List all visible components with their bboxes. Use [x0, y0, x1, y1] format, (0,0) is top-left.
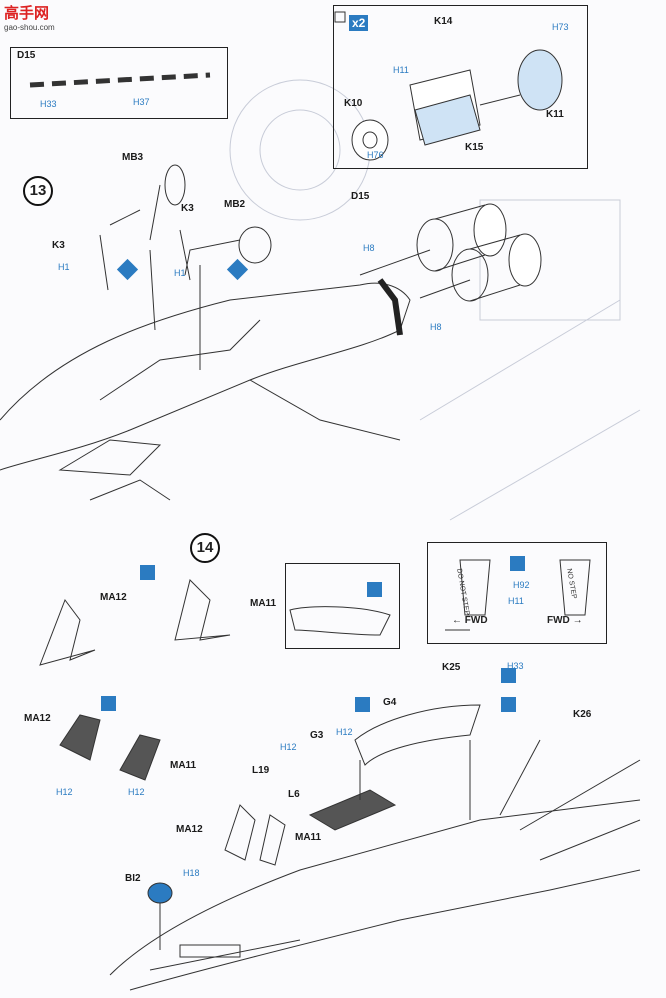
part-label: MA12	[176, 824, 203, 835]
multiplier-badge: x2	[349, 15, 369, 31]
part-label: BI2	[125, 873, 141, 884]
mark-icon	[140, 565, 155, 580]
d15-inset-box	[10, 47, 228, 119]
part-label: K10	[344, 98, 363, 109]
part-label: L19	[252, 765, 270, 776]
color-ref: H12	[56, 787, 73, 797]
part-label: MB2	[224, 199, 246, 210]
part-label: MB3	[122, 152, 144, 163]
arrow-left-icon: ←	[452, 615, 462, 626]
color-ref: H1	[174, 268, 186, 278]
color-ref: H1	[58, 262, 70, 272]
part-label: K25	[442, 662, 461, 673]
watermark-logo-text: 高手网	[4, 5, 50, 22]
part-label: MA11	[295, 832, 322, 843]
color-ref: H11	[508, 596, 524, 606]
mark-icon	[355, 697, 370, 712]
color-ref: H92	[513, 580, 530, 590]
part-label: L6	[288, 789, 300, 800]
arrow-right-icon: →	[572, 615, 583, 626]
part-label: K3	[181, 203, 194, 214]
part-label: D15	[17, 50, 36, 61]
mark-icon	[501, 668, 516, 683]
color-ref: H8	[430, 322, 442, 332]
color-ref: H37	[133, 97, 150, 107]
color-ref: H73	[552, 22, 569, 32]
color-ref: H12	[128, 787, 145, 797]
part-label: K15	[465, 142, 484, 153]
mark-icon	[101, 696, 116, 711]
part-label: G3	[310, 730, 324, 741]
star-icon	[510, 556, 525, 571]
part-label: MA11	[250, 598, 277, 609]
part-label: K14	[434, 16, 453, 27]
step-14-badge: 14	[190, 533, 220, 563]
fwd-right-label: FWD →	[547, 615, 583, 626]
part-label: MA11	[170, 760, 197, 771]
part-label: MA12	[24, 713, 51, 724]
part-label: MA12	[100, 592, 127, 603]
color-ref: H12	[336, 727, 353, 737]
canopy-inset-box	[285, 563, 400, 649]
color-ref: H12	[280, 742, 297, 752]
part-label: D15	[351, 191, 370, 202]
decal-inset-box	[427, 542, 607, 644]
fwd-left-label: ← FWD	[452, 615, 488, 626]
color-ref: H18	[183, 868, 200, 878]
step-13-badge: 13	[23, 176, 53, 206]
fwd-left-text: FWD	[464, 615, 488, 626]
color-ref: H33	[40, 99, 57, 109]
watermark-url: gao-shou.com	[4, 23, 55, 32]
mark-icon	[367, 582, 382, 597]
fwd-right-text: FWD	[547, 615, 570, 626]
part-label: K11	[546, 109, 564, 120]
color-ref: H8	[363, 243, 375, 253]
color-ref: H33	[507, 661, 524, 671]
mark-icon	[501, 697, 516, 712]
part-label: K3	[52, 240, 65, 251]
exhaust-inset-box	[333, 5, 588, 169]
color-ref: H76	[367, 150, 384, 160]
color-ref: H11	[393, 65, 409, 75]
watermark-logo: 高手网 gao-shou.com	[4, 2, 55, 32]
part-label: K26	[573, 709, 592, 720]
part-label: G4	[383, 697, 397, 708]
